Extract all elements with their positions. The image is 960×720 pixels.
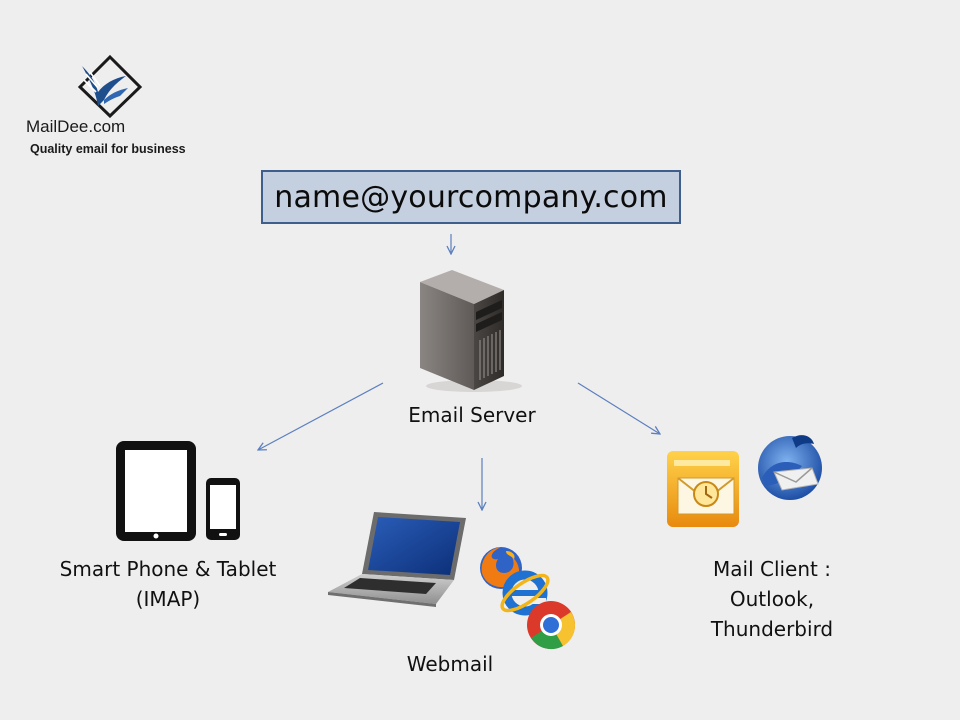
server-label: Email Server [408, 403, 536, 427]
client-label: Mail Client : Outlook, Thunderbird [682, 554, 862, 644]
email-address-box: name@yourcompany.com [261, 170, 681, 224]
chrome-icon [527, 601, 576, 650]
outlook-icon [667, 451, 739, 527]
mobile-label-line1: Smart Phone & Tablet [59, 557, 277, 581]
internet-explorer-icon [500, 570, 550, 616]
email-address-text: name@yourcompany.com [274, 179, 668, 215]
mobile-label-line2: (IMAP) [135, 587, 201, 611]
arrow-server-to-client [577, 382, 660, 434]
smartphone-icon [206, 478, 240, 540]
webmail-label: Webmail [406, 652, 494, 676]
brand-name: MailDee.com [26, 117, 126, 136]
arrow-server-to-mobile [258, 382, 384, 450]
brand-tagline: Quality email for business [30, 142, 186, 156]
tablet-icon [116, 441, 196, 541]
client-label-line3: Thunderbird [710, 617, 834, 641]
client-label-line1: Mail Client : [713, 557, 831, 581]
client-label-line2: Outlook, [729, 587, 815, 611]
laptop-icon [328, 512, 466, 607]
bird-diamond-logo-icon [77, 54, 143, 118]
mobile-label: Smart Phone & Tablet (IMAP) [32, 554, 304, 614]
thunderbird-icon [758, 435, 822, 500]
server-tower-icon [420, 270, 522, 392]
